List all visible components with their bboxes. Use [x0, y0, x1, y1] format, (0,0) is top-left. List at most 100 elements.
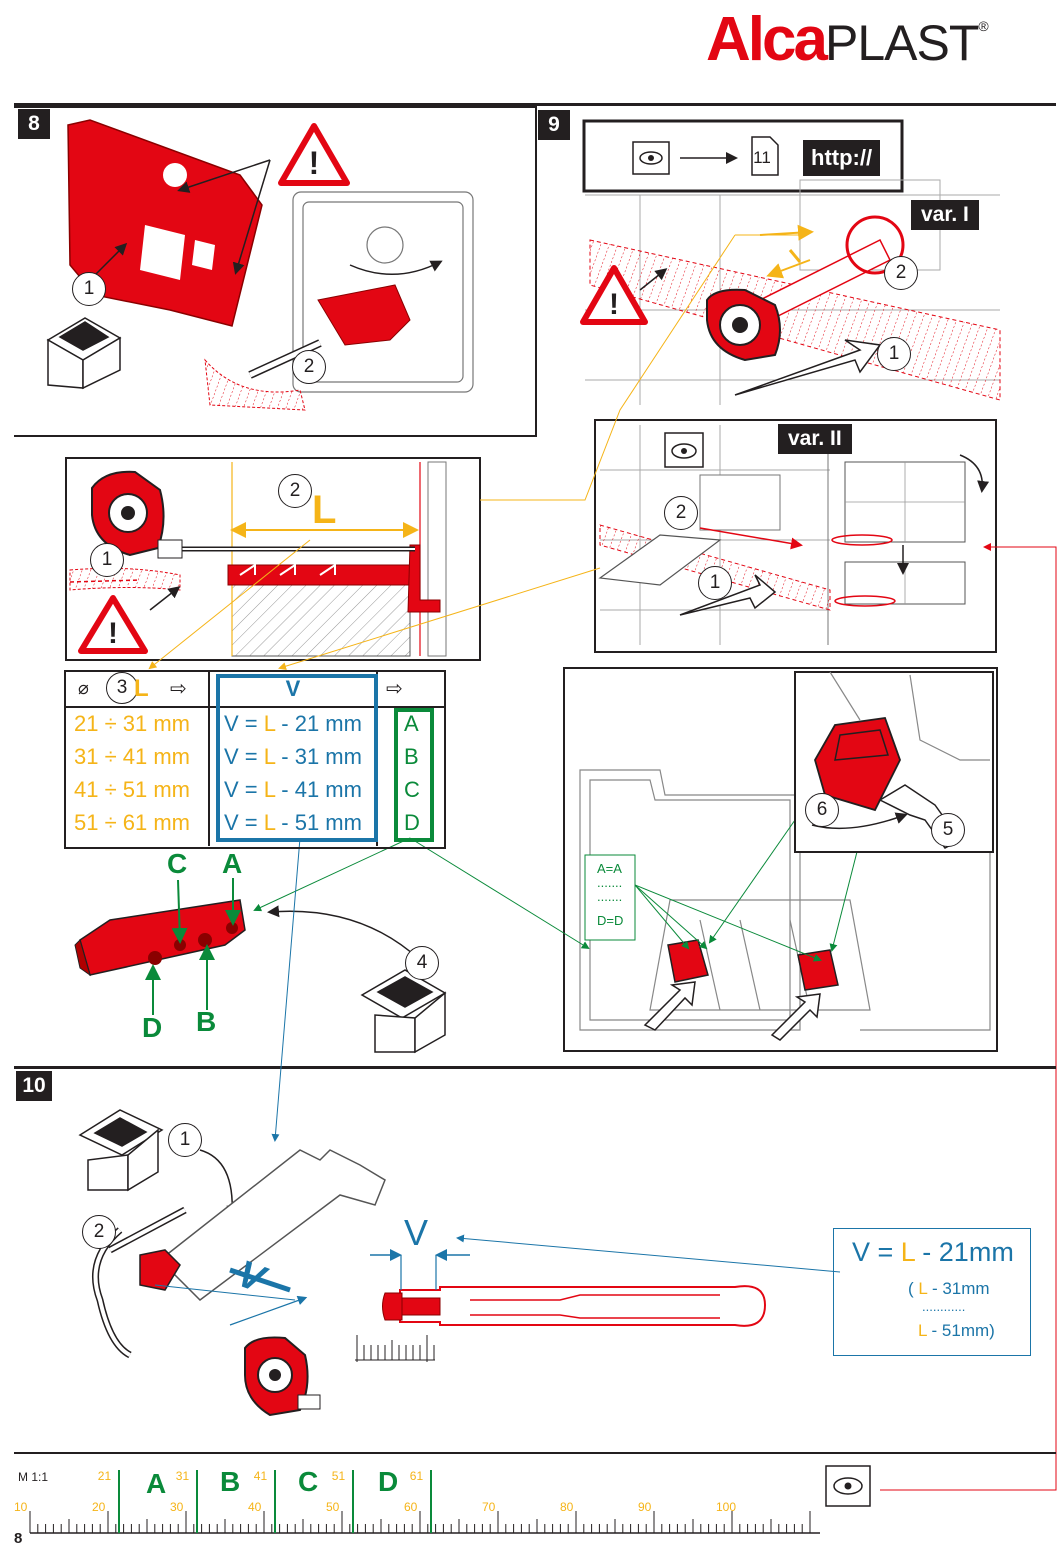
- mapping-dots-1: .......: [597, 875, 623, 890]
- ruler-number-bottom: 20: [92, 1500, 106, 1514]
- logo-registered: ®: [978, 18, 989, 34]
- letter-cell: C: [404, 777, 420, 802]
- step-6-circle: 6: [805, 793, 839, 827]
- length-L-label: L: [312, 488, 337, 532]
- var-1-label: var. I: [911, 200, 979, 230]
- col-divider: [208, 706, 210, 846]
- step-2-circle-detail: 2: [278, 474, 312, 508]
- range-cell: 41 ÷ 51 mm: [74, 777, 191, 802]
- mapping-legend: A=A ....... ....... D=D: [597, 862, 623, 928]
- ruler-number-bottom: 70: [482, 1500, 496, 1514]
- V-column-frame: [216, 674, 378, 842]
- step-1-circle-var1: 1: [877, 337, 911, 371]
- table-row-formula: V = L - 41 mm: [224, 773, 362, 806]
- http-label: http://: [803, 140, 881, 176]
- section-8-number: 8: [18, 109, 50, 139]
- measurement-table: 3 ⌀ L ⇨ V ⇨ 21 ÷ 31 mm V = L - 21 mm A 3…: [64, 670, 446, 849]
- arrow-right-icon: ⇨: [386, 678, 403, 700]
- logo-alca: Alca: [706, 5, 828, 74]
- step-3-circle: 3: [106, 672, 138, 704]
- mapping-line-2: D=D: [597, 913, 624, 928]
- step-1-circle-s10: 1: [168, 1123, 202, 1157]
- formula-main-post: - 21mm: [914, 1237, 1014, 1267]
- section-9-number: 9: [538, 110, 570, 140]
- formula-alt2-L: L: [918, 1321, 927, 1340]
- page-number: 8: [14, 1530, 23, 1547]
- ruler-number-top: 21: [97, 1469, 112, 1483]
- letter-cell: A: [404, 711, 419, 736]
- formula-post: - 21 mm: [275, 711, 362, 736]
- formula-pre: V =: [224, 810, 264, 835]
- page-ref-number: 11: [753, 148, 771, 167]
- alcaplast-logo: AlcaPLAST®: [706, 4, 989, 74]
- top-divider: [14, 103, 1056, 106]
- step-1-circle-var2: 1: [698, 566, 732, 600]
- formula-pre: V =: [224, 777, 264, 802]
- part-label-D: D: [142, 1012, 163, 1043]
- ruler-number-bottom: 80: [560, 1500, 574, 1514]
- ruler-number-bottom: 90: [638, 1500, 652, 1514]
- table-row: 41 ÷ 51 mm: [74, 773, 190, 806]
- formula-post: - 41 mm: [275, 777, 362, 802]
- formula-L: L: [263, 810, 276, 835]
- table-row: 31 ÷ 41 mm: [74, 740, 190, 773]
- formula-post: - 31 mm: [275, 744, 362, 769]
- table-row-formula: V = L - 21 mm: [224, 707, 362, 740]
- step-1-circle-s8: 1: [72, 272, 106, 306]
- formula-pre: V =: [224, 711, 264, 736]
- ruler-number-bottom: 100: [716, 1500, 737, 1514]
- letter-cell: D: [404, 810, 420, 835]
- ruler-number-top: 31: [175, 1469, 190, 1483]
- ruler-zone-C: C: [298, 1466, 319, 1497]
- ruler-number-bottom: 40: [248, 1500, 262, 1514]
- table-row-formula: V = L - 51 mm: [224, 806, 362, 839]
- ruler-number-top: 41: [253, 1469, 268, 1483]
- part-label-C: C: [167, 848, 188, 879]
- formula-alt1-post: - 31mm: [927, 1279, 990, 1298]
- var-2-label: var. II: [778, 424, 852, 454]
- ruler-zone-D: D: [378, 1466, 399, 1497]
- formula-main-L: L: [900, 1237, 915, 1267]
- letter-column-frame: [394, 708, 434, 842]
- logo-plast: PLAST: [824, 15, 979, 71]
- formula-box: V = L - 21mm ( L - 31mm ............ L -…: [833, 1228, 1031, 1356]
- table-row: 21 ÷ 31 mm: [74, 707, 190, 740]
- table-row-formula: V = L - 31 mm: [224, 740, 362, 773]
- formula-L: L: [263, 777, 276, 802]
- formula-alt-2: L - 51mm): [918, 1321, 995, 1341]
- step-2-circle-s8: 2: [292, 350, 326, 384]
- formula-post: - 51 mm: [275, 810, 362, 835]
- letter-cell: B: [404, 744, 419, 769]
- formula-alt1-pre: (: [908, 1279, 919, 1298]
- formula-dots: ............: [922, 1299, 966, 1314]
- section-10-number: 10: [16, 1071, 52, 1101]
- svg-text:!: !: [108, 617, 118, 650]
- red-adjuster-part: [74, 899, 246, 977]
- step-5-circle: 5: [931, 813, 965, 847]
- mapping-line-1: A=A: [597, 861, 622, 876]
- step-2-circle-s10: 2: [82, 1215, 116, 1249]
- ruler-zone-A: A: [146, 1468, 167, 1499]
- ruler-number-top: 61: [409, 1469, 424, 1483]
- ruler-zone-B: B: [220, 1466, 241, 1497]
- formula-main-pre: V =: [852, 1237, 901, 1267]
- V-dimension-label: V: [404, 1212, 429, 1253]
- formula-alt2-post: - 51mm): [926, 1321, 995, 1340]
- table-row: 51 ÷ 61 mm: [74, 806, 190, 839]
- mapping-dots-2: .......: [597, 889, 623, 904]
- table-header-arrow-cell: ⇨: [378, 672, 444, 708]
- step-2-circle-var1: 2: [884, 256, 918, 290]
- part-label-A: A: [222, 848, 243, 879]
- ruler-ticks: [29, 1511, 811, 1533]
- svg-text:!: !: [609, 288, 619, 321]
- formula-alt-1: ( L - 31mm: [908, 1279, 990, 1299]
- svg-text:!: !: [309, 145, 320, 181]
- range-cell: 31 ÷ 41 mm: [74, 744, 191, 769]
- step-1-circle-detail: 1: [90, 543, 124, 577]
- tape-measure-icon: ⌀: [78, 678, 89, 698]
- ruler-number-top: 51: [331, 1469, 346, 1483]
- formula-alt1-L: L: [918, 1279, 928, 1298]
- range-cell: 21 ÷ 31 mm: [74, 711, 191, 736]
- formula-pre: V =: [224, 744, 264, 769]
- ruler-scale: M 1:1: [18, 1470, 49, 1484]
